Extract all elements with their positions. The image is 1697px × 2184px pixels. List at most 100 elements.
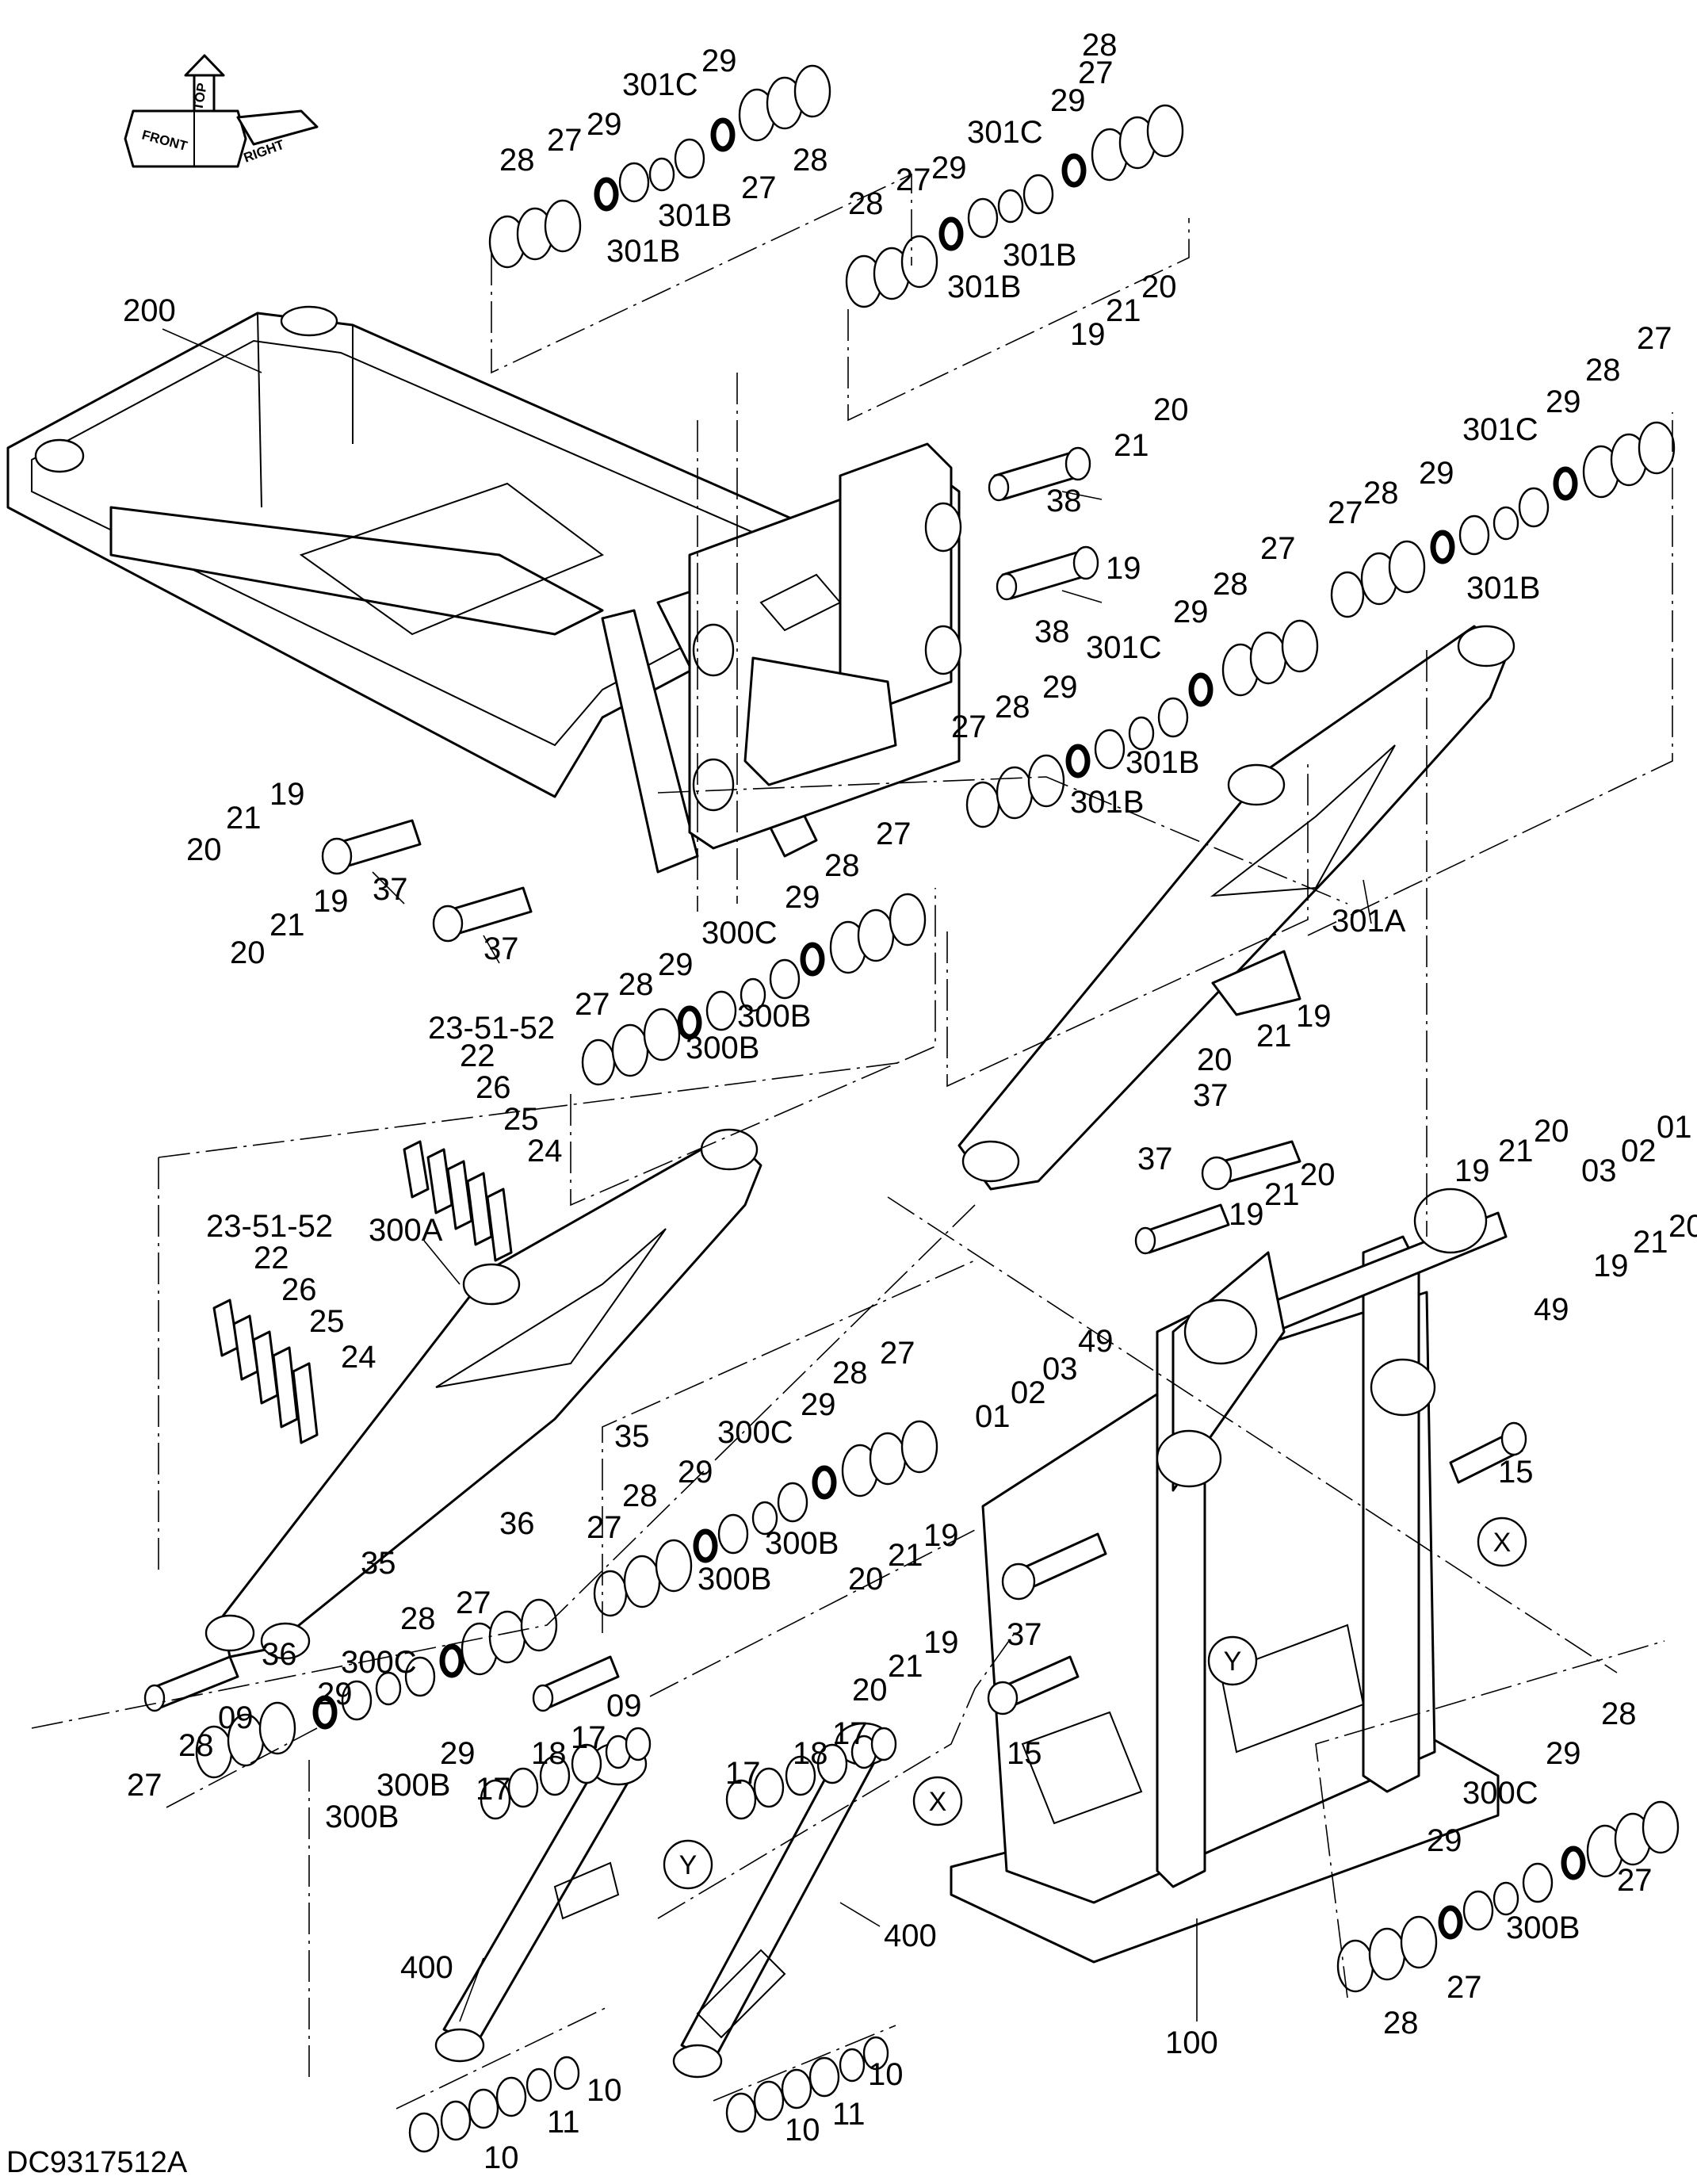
part-label: 27	[1078, 55, 1114, 90]
part-label: 29	[1427, 1823, 1462, 1858]
grease-fittings-lower	[212, 1299, 319, 1444]
part-label: 37	[483, 931, 519, 966]
part-label: 20	[1300, 1157, 1336, 1192]
callout-y-upper-text: Y	[1224, 1647, 1242, 1677]
part-label: 09	[606, 1689, 642, 1723]
part-label: 301B	[1070, 785, 1144, 820]
part-label: 15	[1007, 1736, 1042, 1771]
orientation-icon: FRONT TOP RIGHT	[124, 54, 319, 168]
washer-group-8	[1336, 1800, 1680, 1993]
grease-fittings-upper	[403, 1140, 513, 1262]
part-label: 26	[476, 1070, 511, 1105]
part-label: 301B	[1466, 571, 1540, 606]
pin-37-left-lower	[432, 886, 533, 943]
part-label: 21	[1256, 1019, 1292, 1054]
callout-x-lower-text: X	[929, 1787, 947, 1817]
part-label: 301A	[1332, 904, 1406, 939]
center-lines	[31, 173, 1673, 2109]
part-label: 23-51-52	[206, 1209, 333, 1244]
part-label: 10	[868, 2057, 904, 2092]
washer-group-4	[965, 619, 1319, 828]
part-label: 26	[281, 1272, 317, 1307]
part-label: 35	[361, 1546, 396, 1581]
part-label: 10	[587, 2073, 622, 2108]
callout-x-lower: X	[912, 1776, 963, 1826]
part-label: 21	[888, 1649, 923, 1684]
drawing-id: DC9317512A	[6, 2146, 188, 2179]
part-label: 20	[1197, 1042, 1233, 1077]
part-label: 29	[678, 1455, 713, 1490]
part-label: 20	[852, 1673, 888, 1708]
part-label: 27	[1260, 531, 1296, 566]
part-label: 19	[923, 1518, 959, 1553]
part-label: 28	[499, 143, 535, 178]
part-label: 35	[614, 1419, 650, 1454]
part-label: 28	[622, 1478, 658, 1513]
part-label: 28	[1363, 476, 1399, 511]
part-label: 400	[884, 1918, 937, 1953]
part-label: 28	[824, 848, 860, 883]
part-labels: 200 100 301A 300A 400 400 28 27 29 301C …	[123, 28, 1697, 2175]
washer-group-7	[195, 1598, 558, 1779]
part-label: 21	[269, 908, 305, 943]
callout-y-lower-text: Y	[679, 1850, 698, 1880]
part-label: 27	[1447, 1970, 1482, 2005]
part-label: 01	[975, 1399, 1011, 1434]
part-label: 10	[785, 2113, 820, 2148]
part-label: 21	[1114, 428, 1149, 463]
part-label: 300C	[341, 1645, 417, 1680]
base-100	[950, 1188, 1508, 1964]
part-label: 29	[785, 880, 820, 915]
part-label: 300C	[1462, 1776, 1538, 1811]
part-label: 301C	[967, 115, 1043, 150]
part-label: 29	[1173, 595, 1209, 629]
part-label: 36	[499, 1506, 535, 1541]
part-label: 300C	[717, 1415, 793, 1450]
arm-301A	[957, 625, 1515, 1191]
cylinder-400-right	[672, 1722, 893, 2079]
part-label: 300B	[737, 999, 811, 1034]
part-label: 19	[1454, 1153, 1490, 1188]
part-label: 27	[741, 170, 777, 205]
part-label: 27	[575, 987, 610, 1022]
part-label: 02	[1011, 1375, 1046, 1410]
cylinder-400-left	[434, 1742, 648, 2063]
part-label: 11	[547, 2105, 580, 2140]
part-label: 29	[1546, 1736, 1581, 1771]
part-label: 19	[1229, 1197, 1264, 1232]
part-label: 300B	[1506, 1911, 1580, 1945]
washer-group-5	[581, 893, 927, 1086]
part-label: 17	[725, 1756, 761, 1791]
part-label: 20	[186, 832, 222, 867]
part-label: 300A	[369, 1213, 443, 1248]
part-label: 10	[483, 2140, 519, 2175]
part-label: 19	[923, 1625, 959, 1660]
part-label: 27	[1328, 495, 1363, 530]
part-label: 20	[1153, 392, 1189, 427]
part-label: 03	[1042, 1352, 1078, 1387]
part-label: 17	[832, 1716, 868, 1751]
part-label: 29	[801, 1387, 836, 1422]
part-label: 300B	[765, 1526, 839, 1561]
washer-group-2	[845, 104, 1184, 308]
part-label: 21	[226, 801, 262, 836]
part-label: 301C	[1462, 412, 1538, 447]
part-label: 300B	[698, 1562, 771, 1597]
part-label: 49	[1078, 1324, 1114, 1359]
part-label: 27	[876, 817, 912, 851]
part-label: 300B	[686, 1031, 759, 1065]
part-label: 21	[1264, 1177, 1300, 1212]
part-label: 300B	[325, 1800, 399, 1834]
part-label: 21	[888, 1538, 923, 1573]
part-label: 27	[896, 163, 931, 197]
part-label: 21	[1106, 293, 1141, 328]
part-label: 19	[1070, 317, 1106, 352]
part-label: 22	[254, 1241, 289, 1276]
part-label: 18	[793, 1736, 828, 1771]
leader-lines	[162, 328, 1372, 2022]
part-label: 28	[1601, 1696, 1637, 1731]
part-label: 21	[1633, 1225, 1668, 1260]
part-label: 29	[1419, 456, 1454, 491]
part-label: 03	[1581, 1153, 1617, 1188]
